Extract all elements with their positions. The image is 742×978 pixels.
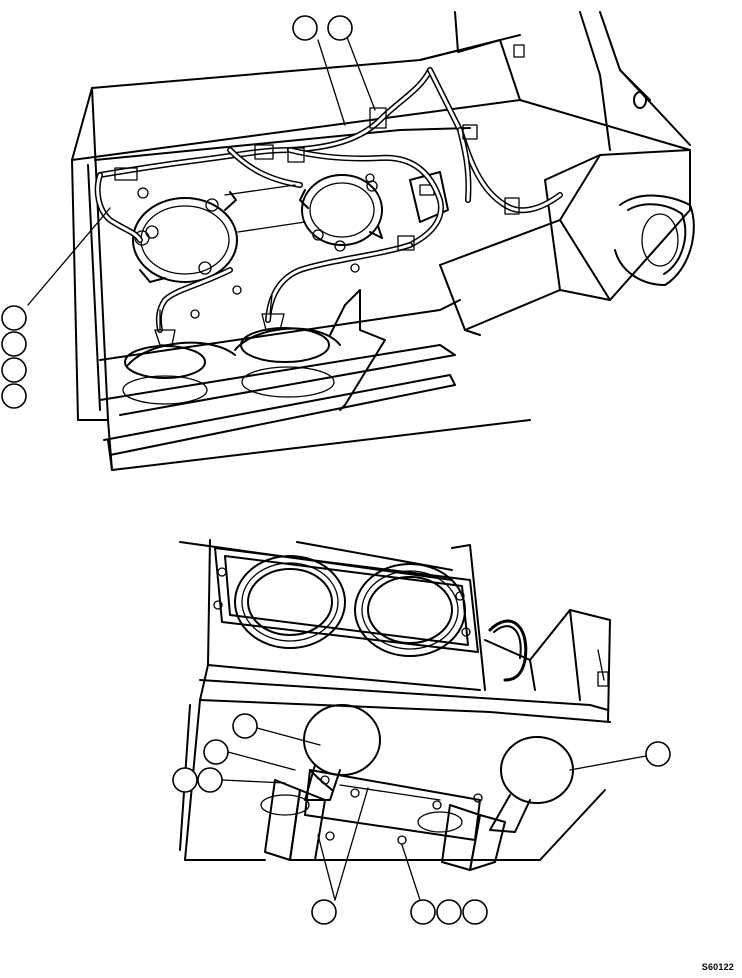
- wiring-harness: [94, 67, 563, 333]
- callout-bubble: [292, 15, 318, 41]
- callout-bubble: [1, 383, 27, 409]
- callout-bubble: [1, 357, 27, 383]
- callout-bubble: [203, 739, 229, 765]
- bottom-view-callouts: [172, 713, 671, 925]
- bottom-view-lamps: [213, 555, 471, 657]
- flasher-unit-right: [299, 174, 383, 252]
- top-view-lamps: [122, 289, 386, 411]
- callout-bubble: [232, 713, 258, 739]
- callout-bubble: [1, 305, 27, 331]
- callout-bubble: [410, 899, 436, 925]
- callout-bubble: [645, 741, 671, 767]
- callout-bubble: [1, 331, 27, 357]
- top-view-housing: [71, 11, 691, 471]
- callout-bubble: [311, 899, 337, 925]
- callout-bubble: [462, 899, 488, 925]
- callout-bubble: [172, 767, 198, 793]
- drawing-reference-number: S60122: [701, 962, 734, 972]
- callout-bubble: [327, 15, 353, 41]
- flasher-unit-left: [132, 191, 238, 283]
- callout-bubble: [436, 899, 462, 925]
- top-view-callouts: [1, 15, 376, 409]
- callout-bubble: [197, 767, 223, 793]
- top-view-side-box: [439, 11, 695, 336]
- bottom-view-flashers: [260, 704, 574, 871]
